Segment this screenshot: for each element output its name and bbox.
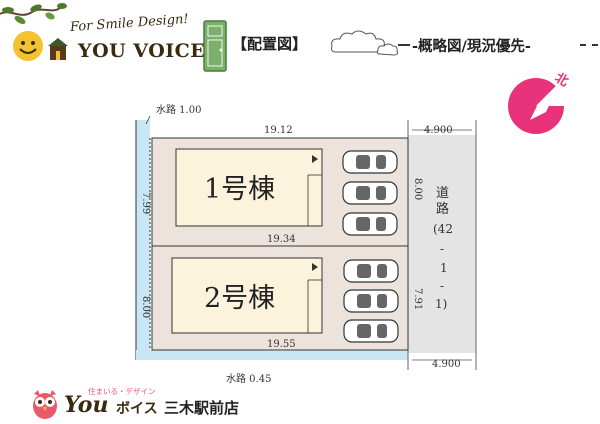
parking-car-1 [342,150,398,174]
door-icon [203,20,227,72]
header-dash-left [398,44,410,46]
vine-decoration [0,3,67,24]
footer-logo-you: You [64,392,109,418]
brand-name: YOU VOICE [78,40,206,62]
lot1-left-depth: 7.99 [140,192,151,214]
canal-top-label: 水路 1.00 [156,103,201,116]
road-char-5: - [440,279,444,293]
cloud-icon [331,30,399,56]
house-2 [171,257,323,334]
lot1-name: 1号棟 [204,174,275,205]
parking-car-3 [342,212,398,236]
lot2-left-depth: 8.00 [140,296,151,318]
parking-car-2 [342,181,398,205]
approx-note: -概略図/現況優先- [412,39,531,55]
header-dash-right [580,44,598,46]
lot1-right-depth: 8.00 [412,178,423,200]
road-char-1: 路 [436,201,449,217]
lot2-name: 2号棟 [204,283,275,314]
canal-bottom-label: 水路 0.45 [226,372,271,385]
parking-car-5 [343,289,399,313]
road-char-2: (42 [433,222,453,236]
canal-left [136,120,150,360]
footer-small-text: 住まいる・デザイン [88,387,156,396]
road-char-0: 道 [436,186,449,201]
lot1-top-width: 19.12 [264,125,293,136]
lot2-bottom-width: 19.55 [267,339,296,350]
parking-car-4 [343,259,399,283]
lot1-bottom-width: 19.34 [267,234,296,245]
canal-bottom [136,350,408,360]
smile-logo-icon [13,31,68,61]
lot2-right-depth: 7.91 [412,288,423,310]
owl-icon [33,390,57,419]
road [408,135,476,353]
footer-katakana: ボイス [116,401,158,417]
north-compass-icon: 北 [508,70,571,134]
road-char-4: 1 [440,261,448,275]
road-width-bottom: 4.900 [432,359,461,370]
footer-store: 三木駅前店 [164,399,240,417]
parking-car-6 [343,319,399,343]
road-char-6: 1) [435,297,447,311]
north-label: 北 [552,70,571,89]
road-char-3: - [440,242,444,256]
road-width-top: 4.900 [424,125,453,136]
house-1 [175,148,323,227]
plan-badge: 【配置図】 [232,35,308,53]
